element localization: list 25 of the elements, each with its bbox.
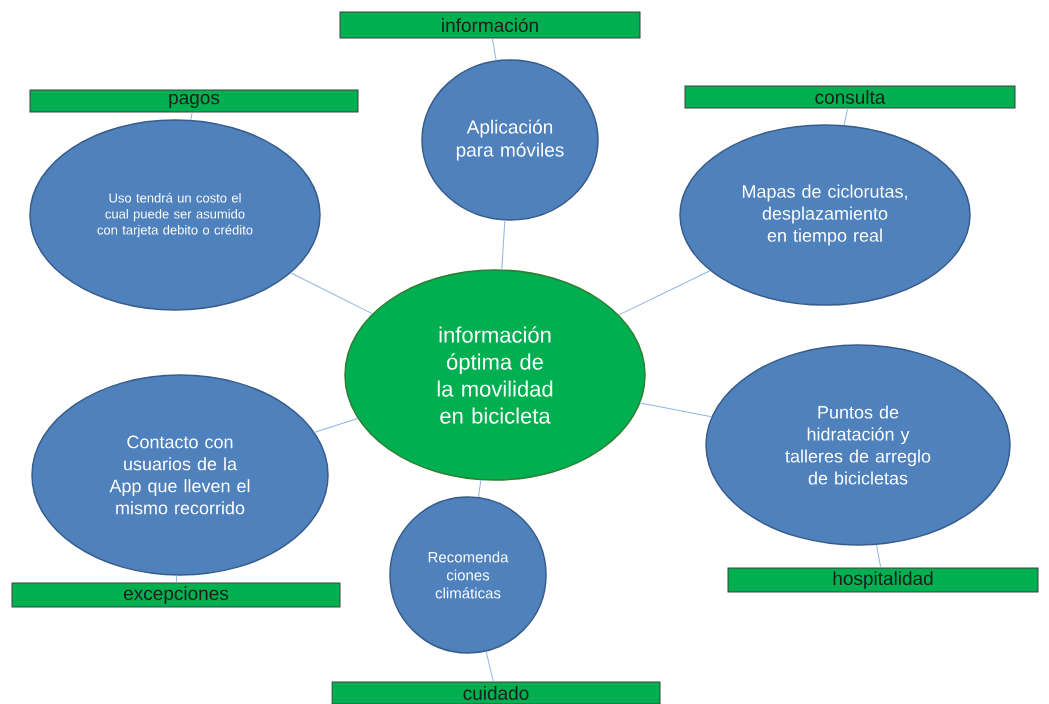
connector-line xyxy=(618,270,711,316)
connector-line xyxy=(843,108,849,126)
label-bar: hospitalidad xyxy=(727,567,1039,593)
oval-node: Contacto con usuarios de la App que lleven el mismo recorrido xyxy=(31,374,329,576)
oval-node: Mapas de ciclorutas, desplazamiento en tiempo real xyxy=(679,124,971,306)
label-bar: información xyxy=(339,11,641,39)
connector-line xyxy=(478,479,482,498)
connector-line xyxy=(290,272,373,315)
connector-line xyxy=(491,38,497,61)
connector-line xyxy=(485,651,494,682)
oval-node: Recomenda ciones climáticas xyxy=(389,496,547,654)
connector-line xyxy=(876,544,882,568)
connector-line xyxy=(314,418,359,433)
connector-line xyxy=(175,575,178,583)
label-bar: pagos xyxy=(29,89,359,113)
oval-node: Aplicación para móviles xyxy=(421,59,599,221)
connector-line xyxy=(639,402,712,418)
connector-line xyxy=(501,220,506,270)
oval-node: información óptima de la movilidad en bicicleta xyxy=(344,269,646,481)
oval-node: Puntos de hidratación y talleres de arreglo de bicicletas xyxy=(705,344,1011,546)
label-bar: excepciones xyxy=(11,582,341,608)
connector-line xyxy=(190,112,193,121)
label-bar: cuidado xyxy=(331,681,661,704)
oval-node: Uso tendrá un costo el cual puede ser asumido con tarjeta debito o crédito xyxy=(29,119,321,311)
label-bar: consulta xyxy=(684,85,1016,109)
